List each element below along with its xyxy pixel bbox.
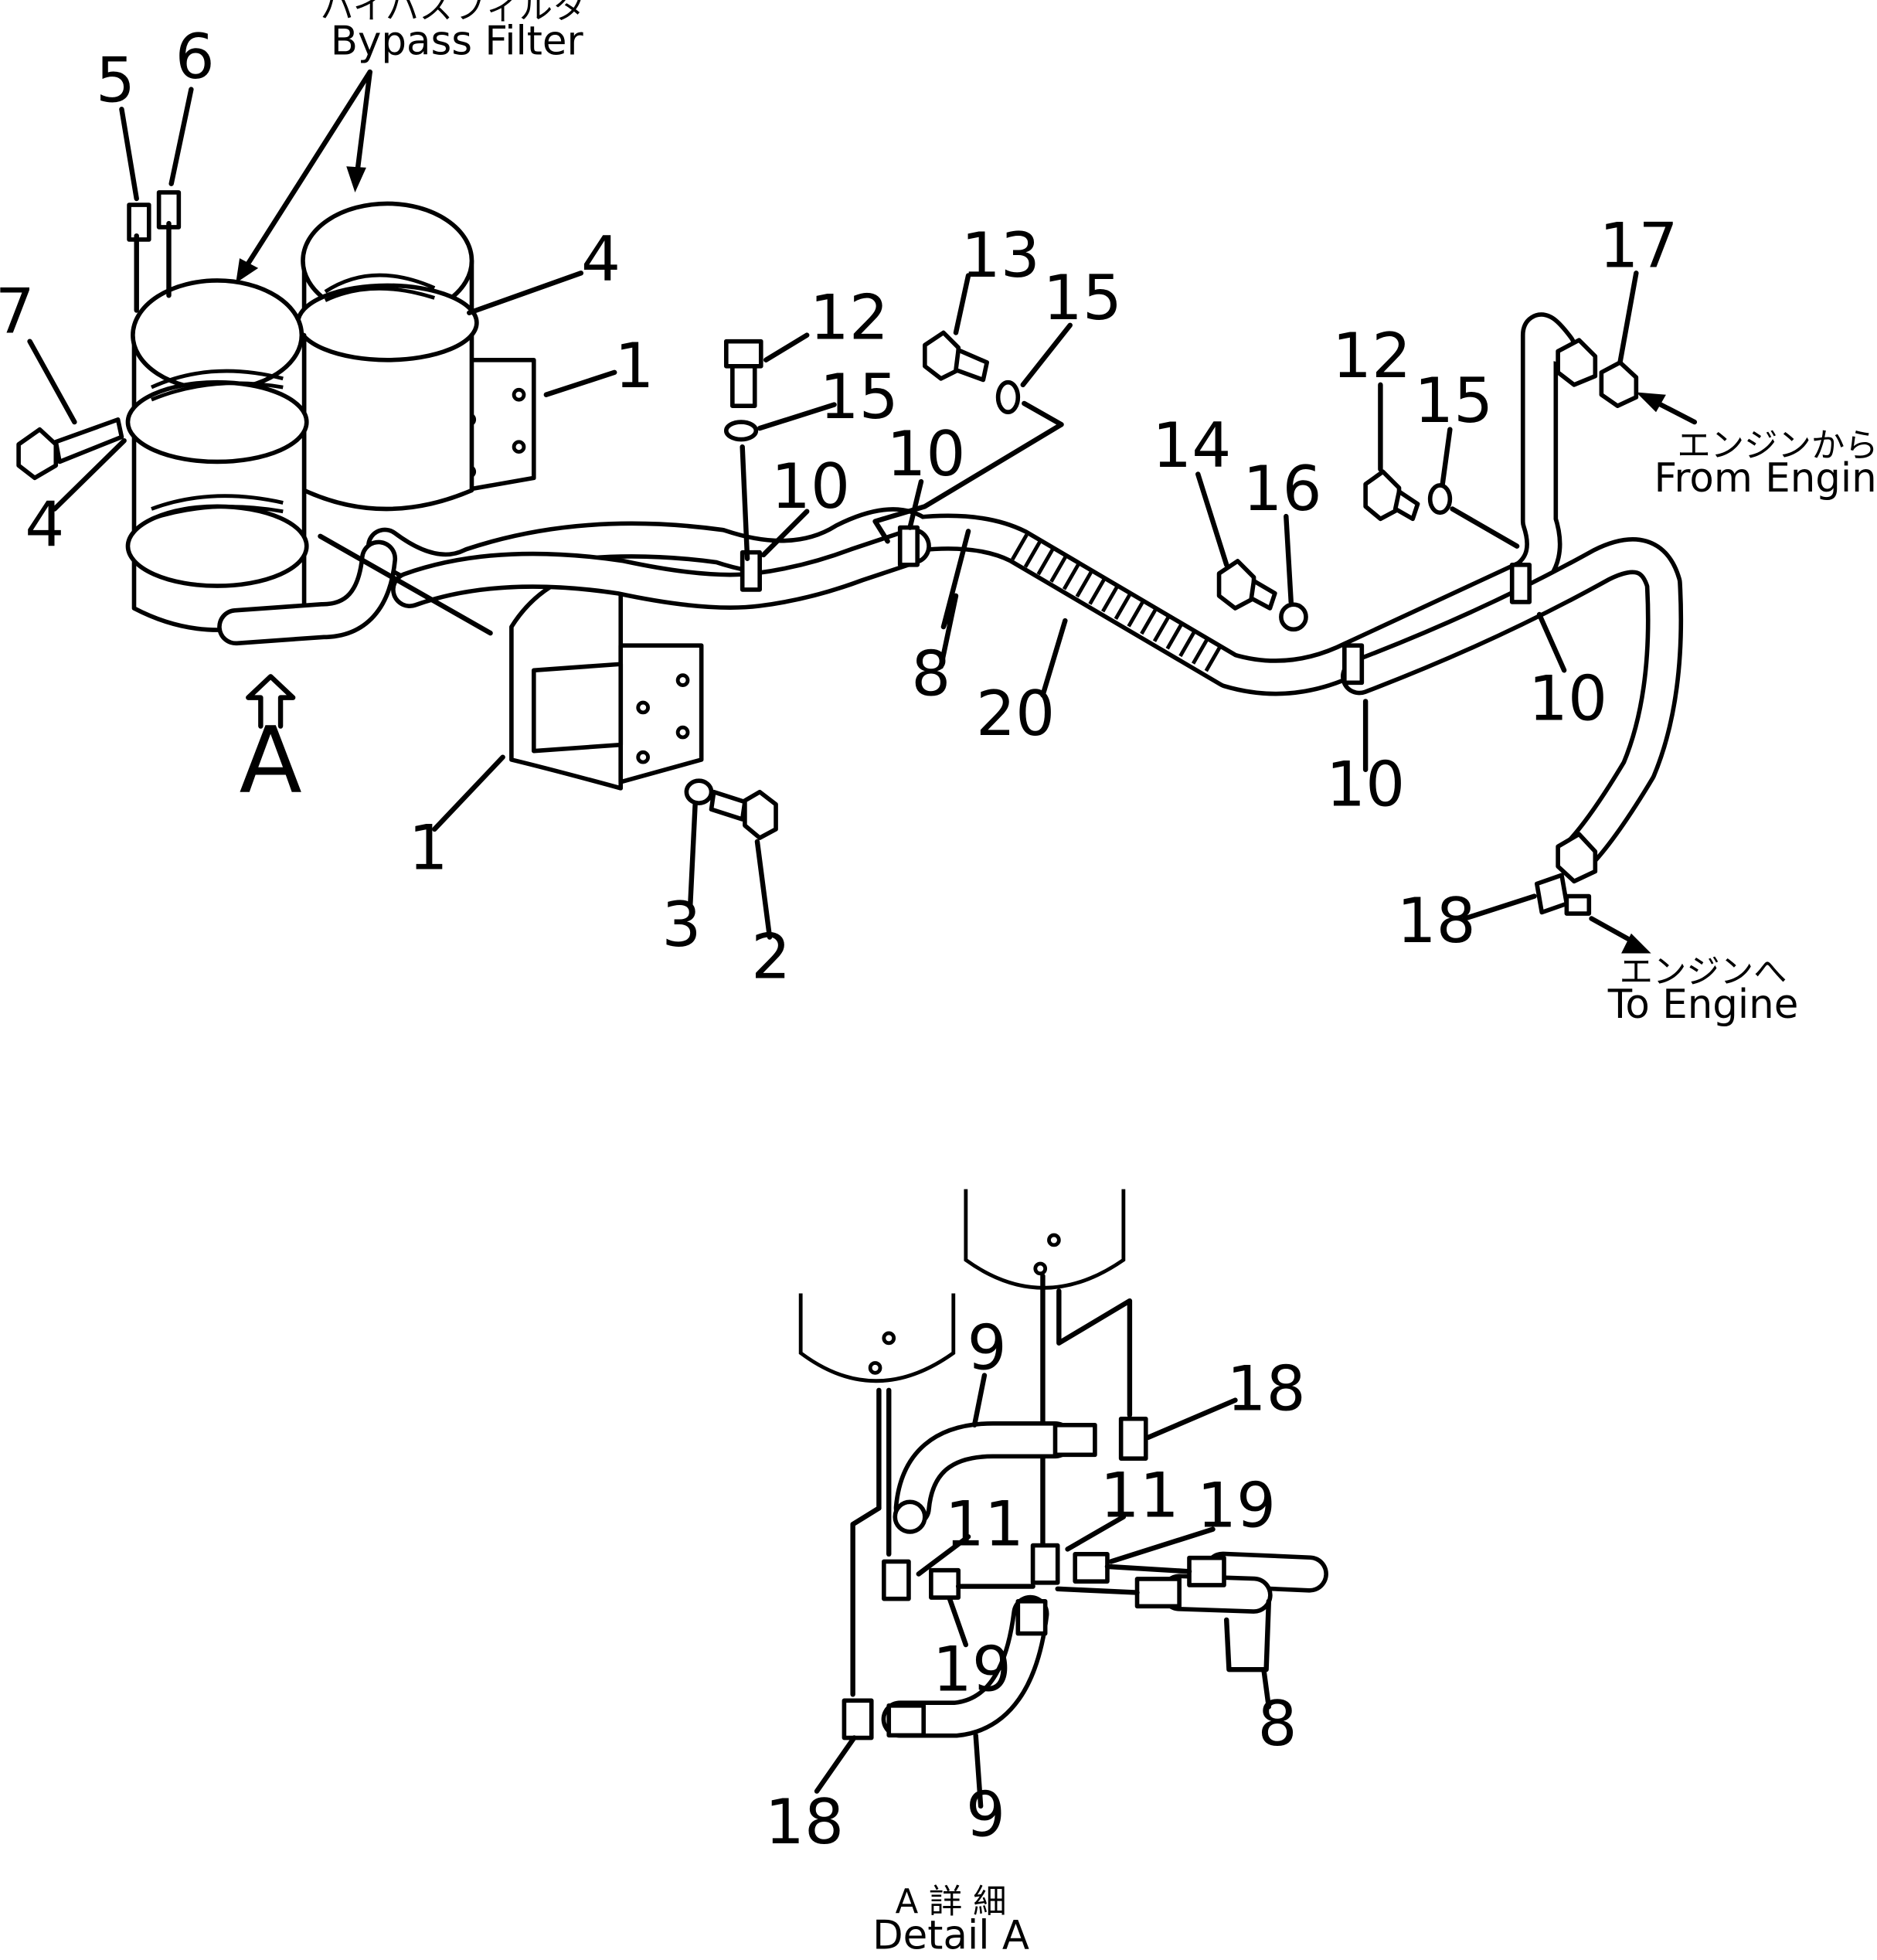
detail-callout-11-left: 11: [945, 1488, 1024, 1560]
washer-15-right: [1427, 483, 1453, 516]
callout-7: 7: [0, 274, 35, 347]
bolt-2: [709, 789, 778, 840]
bolt-13: [923, 330, 989, 383]
callout-20: 20: [976, 677, 1055, 750]
clamp-marks: [740, 525, 1532, 686]
detail-callout-18-top: 18: [1227, 1353, 1306, 1425]
bolt-14: [1216, 559, 1277, 611]
detail-a-drawing: [798, 1189, 1328, 1741]
view-a-arrow: [246, 674, 296, 729]
detail-callout-8: 8: [1258, 1687, 1297, 1760]
callout-18: 18: [1397, 884, 1476, 957]
bolt-12-left: [723, 339, 763, 408]
leader-lines-detail: [814, 1373, 1272, 1809]
to-engine-label: To Engine: [1607, 982, 1799, 1028]
callout-4-right: 4: [581, 223, 621, 295]
callout-8: 8: [911, 637, 950, 709]
callout-10-b: 10: [886, 417, 965, 490]
bypass-filter-arrows: [236, 69, 372, 284]
elbow-18: [1535, 832, 1598, 916]
from-engine-label-jp: エンジンから: [1677, 427, 1877, 465]
callout-15-left: 15: [820, 360, 899, 433]
detail-callout-18-bottom: 18: [765, 1785, 844, 1858]
front-bracket: [509, 562, 704, 791]
callout-17: 17: [1599, 209, 1678, 281]
callout-3: 3: [661, 888, 701, 961]
from-engine-label: From Engine: [1654, 455, 1877, 502]
detail-label-jp: A 詳 細: [896, 1883, 1007, 1921]
callout-1-rear: 1: [614, 329, 654, 402]
callout-5: 5: [96, 44, 135, 117]
washer-15-left: [723, 420, 759, 442]
callout-10-a: 10: [771, 450, 850, 522]
callout-16: 16: [1243, 452, 1321, 525]
fitting-17: [1556, 338, 1639, 408]
callout-13: 13: [961, 219, 1040, 291]
callout-6: 6: [175, 20, 215, 93]
from-engine-arrow: [1636, 392, 1698, 425]
washer-3: [684, 778, 714, 805]
leader-lines-main: [27, 87, 1639, 940]
to-engine-label-jp: エンジンへ: [1620, 953, 1787, 992]
bolt-7: [16, 417, 124, 481]
view-a-label: A: [240, 708, 302, 815]
to-engine-arrow: [1589, 916, 1651, 954]
callout-10-c: 10: [1528, 662, 1607, 735]
bypass-filter-label: Bypass Filter: [331, 19, 584, 65]
bypass-filter-rear: [295, 201, 479, 512]
callout-4-left: 4: [25, 488, 64, 561]
callout-2: 2: [751, 920, 791, 993]
detail-callout-11-right: 11: [1100, 1459, 1179, 1532]
callout-14: 14: [1152, 409, 1231, 481]
washer-16: [1279, 602, 1308, 632]
washer-15-mid: [995, 379, 1021, 415]
detail-callout-19-left: 19: [933, 1632, 1012, 1705]
callout-10-d: 10: [1326, 747, 1405, 820]
callout-1-front: 1: [409, 811, 448, 883]
detail-label: Detail A: [872, 1913, 1029, 1959]
bypass-filter-label-jp: ハイパスフィルタ: [320, 0, 586, 27]
detail-callout-9-bottom: 9: [966, 1778, 1005, 1850]
detail-callout-9-top: 9: [967, 1312, 1007, 1384]
callout-15-right: 15: [1414, 364, 1493, 437]
callout-12-right: 12: [1332, 319, 1411, 392]
callout-15-mid: 15: [1043, 261, 1122, 334]
bolt-12-right: [1363, 469, 1420, 522]
callout-12-left: 12: [810, 281, 889, 353]
bypass-filter-front: [125, 278, 309, 632]
detail-callout-19-right: 19: [1197, 1468, 1276, 1541]
